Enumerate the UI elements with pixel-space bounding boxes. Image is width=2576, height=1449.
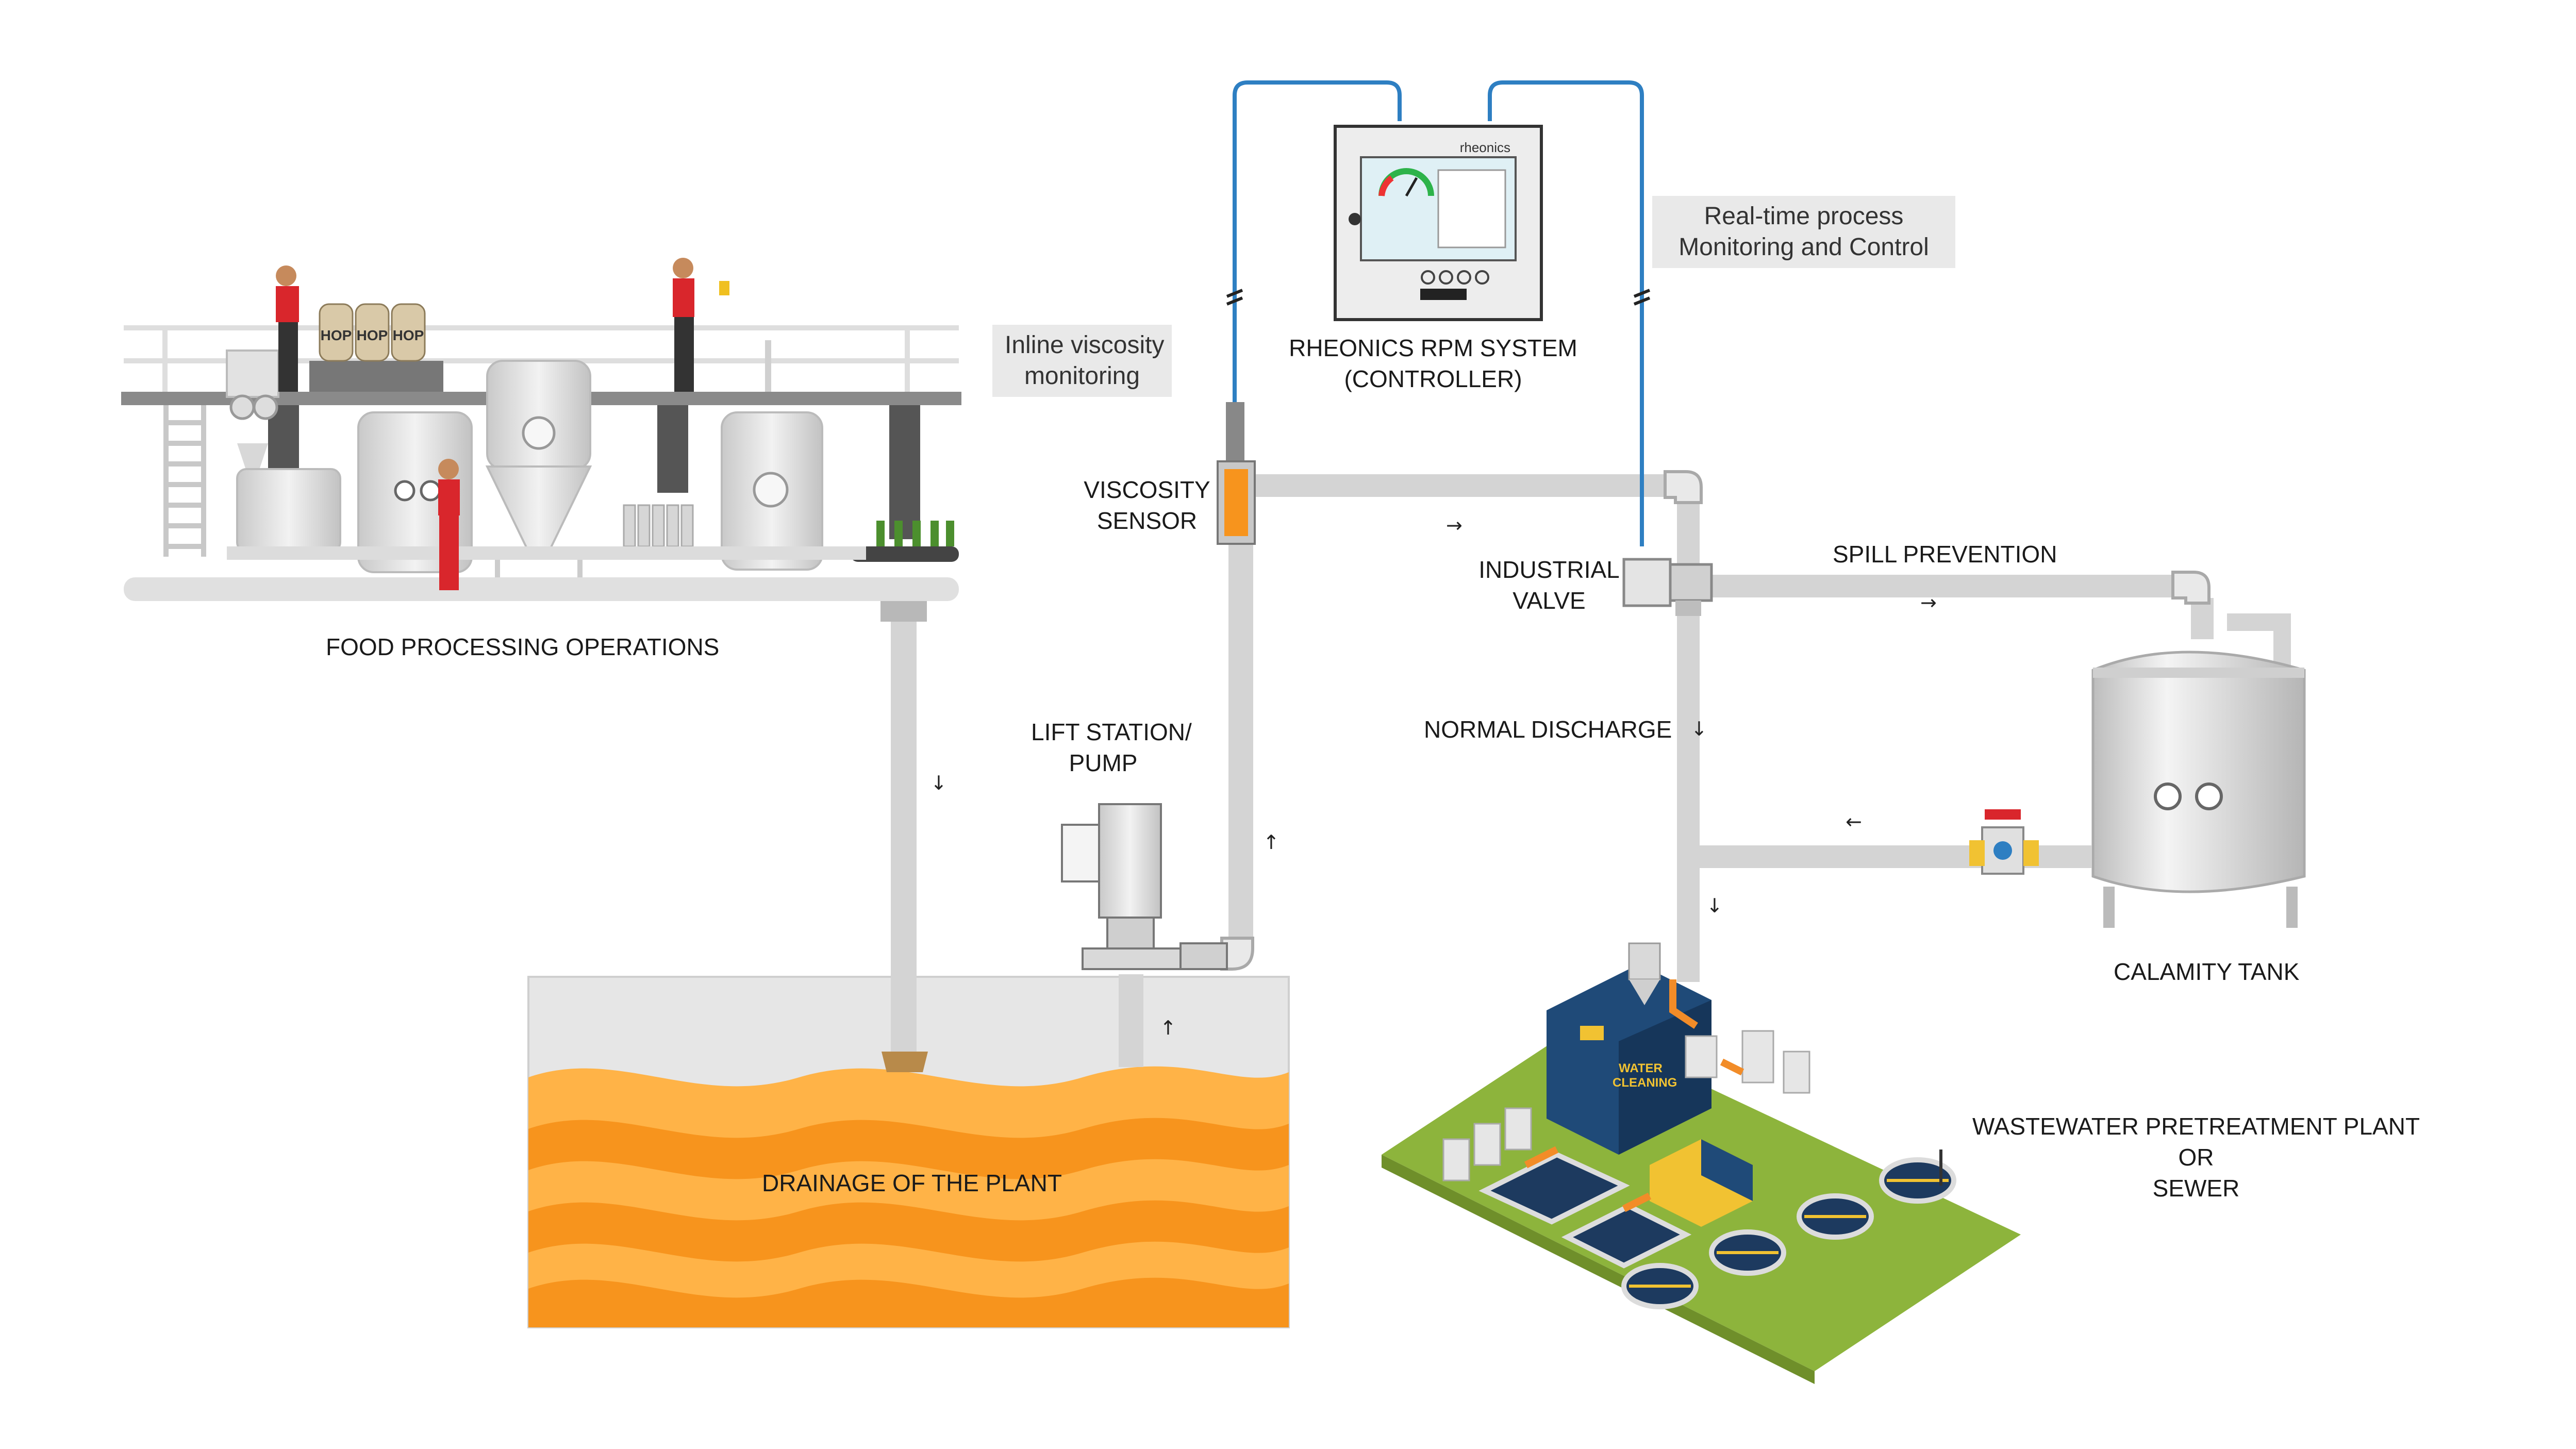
spill-prevention-label: SPILL PREVENTION bbox=[1833, 541, 2057, 568]
flow-arrow-up-icon: ↑ bbox=[1160, 1017, 1176, 1039]
label-line: SEWER bbox=[2152, 1175, 2240, 1202]
signal-cables bbox=[1233, 80, 1644, 546]
flow-arrow-left-icon: ← bbox=[1846, 810, 1862, 833]
sack-label: HOP bbox=[357, 327, 388, 343]
worker-figure bbox=[276, 265, 299, 392]
tag-line: monitoring bbox=[1024, 362, 1140, 390]
food-processing-label: FOOD PROCESSING OPERATIONS bbox=[326, 634, 720, 660]
label-line: PUMP bbox=[1069, 750, 1138, 776]
sack-label: HOP bbox=[393, 327, 424, 343]
lift-station-label: LIFT STATION/ PUMP bbox=[1031, 717, 1192, 778]
water-cleaning-sign: CLEANING bbox=[1613, 1076, 1677, 1090]
flow-arrow-right-icon: → bbox=[1446, 514, 1462, 537]
inline-viscosity-tag: Inline viscosity monitoring bbox=[992, 325, 1172, 397]
label-line: OR bbox=[2178, 1144, 2214, 1171]
viscosity-sensor bbox=[1217, 402, 1256, 545]
label-line: RHEONICS RPM SYSTEM bbox=[1289, 335, 1577, 361]
worker-figure bbox=[673, 258, 729, 392]
return-valve bbox=[1969, 809, 2039, 875]
label-line: LIFT STATION/ bbox=[1031, 719, 1192, 745]
pipe-elbow bbox=[1220, 470, 2211, 971]
worker-figure bbox=[438, 459, 460, 590]
flow-arrow-right-icon: → bbox=[1920, 591, 1937, 614]
controller-label: RHEONICS RPM SYSTEM (CONTROLLER) bbox=[1289, 332, 1577, 394]
label-line: SENSOR bbox=[1096, 507, 1198, 534]
lift-station-pump bbox=[1061, 803, 1228, 970]
tag-line: Inline viscosity bbox=[1005, 331, 1165, 359]
label-line: WASTEWATER PRETREATMENT PLANT bbox=[1972, 1113, 2420, 1140]
flow-arrow-down-icon: ↓ bbox=[1706, 894, 1723, 917]
label-line: VALVE bbox=[1513, 587, 1586, 614]
flow-arrow-down-icon: ↓ bbox=[1691, 718, 1707, 740]
ladder bbox=[163, 405, 206, 557]
flow-arrow-up-icon: ↑ bbox=[1263, 831, 1279, 854]
wastewater-label: WASTEWATER PRETREATMENT PLANT OR SEWER bbox=[1959, 1111, 2433, 1204]
drainage-label: DRAINAGE OF THE PLANT bbox=[762, 1170, 1062, 1196]
normal-discharge-label: NORMAL DISCHARGE bbox=[1424, 716, 1672, 743]
process-pipes bbox=[1119, 474, 2214, 1067]
water-cleaning-sign: WATER bbox=[1619, 1061, 1663, 1075]
viscosity-sensor-label: VISCOSITY SENSOR bbox=[1077, 474, 1217, 536]
wastewater-plant: WATER CLEANING bbox=[1382, 942, 2021, 1384]
sack-label: HOP bbox=[321, 327, 352, 343]
rheonics-controller: rheonics bbox=[1334, 125, 1543, 321]
food-processing-plant: HOP HOP HOP bbox=[121, 258, 961, 601]
label-line: (CONTROLLER) bbox=[1344, 365, 1522, 392]
tag-line: Real-time process bbox=[1704, 203, 1904, 230]
cable-break-mark bbox=[1226, 289, 1651, 306]
calamity-tank bbox=[2091, 613, 2306, 928]
calamity-tank-label: CALAMITY TANK bbox=[2114, 958, 2300, 985]
label-line: INDUSTRIAL bbox=[1478, 556, 1620, 583]
industrial-valve-label: INDUSTRIAL VALVE bbox=[1474, 554, 1624, 616]
realtime-tag: Real-time process Monitoring and Control bbox=[1652, 196, 1955, 268]
tag-line: Monitoring and Control bbox=[1678, 234, 1929, 261]
flow-arrow-down-icon: ↓ bbox=[930, 772, 947, 794]
label-line: VISCOSITY bbox=[1084, 476, 1210, 503]
controller-brand-text: rheonics bbox=[1460, 140, 1510, 155]
industrial-valve bbox=[1622, 558, 1713, 616]
